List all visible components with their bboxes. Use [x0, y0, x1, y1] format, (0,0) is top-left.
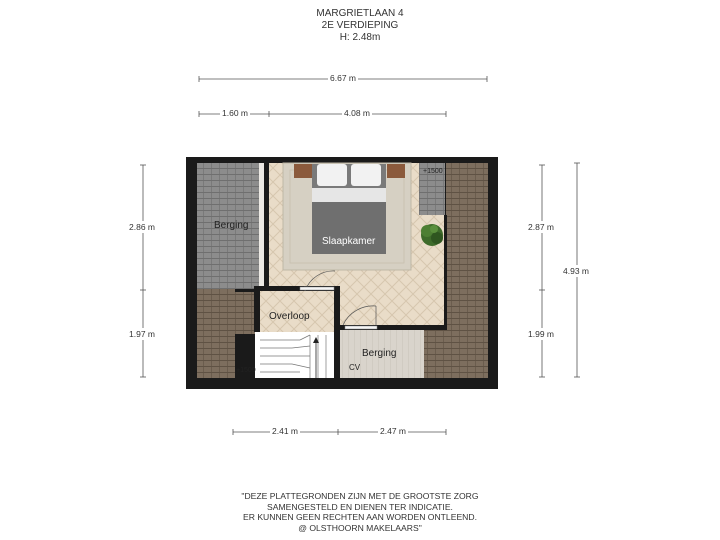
nightstand-right — [387, 164, 405, 178]
left-roof-tiles — [197, 163, 259, 289]
disclaimer-line-3: ER KUNNEN GEEN RECHTEN AAN WORDEN ONTLEE… — [243, 512, 477, 522]
dim-total-width: 6.67 m — [328, 73, 358, 83]
height-mark-top-icon: + — [423, 168, 428, 175]
dim-left-width: 1.60 m — [220, 108, 250, 118]
right-roof-tiles — [446, 163, 488, 378]
dim-lines-left — [140, 164, 146, 378]
nightstand-left — [294, 164, 312, 178]
berging-right-floor — [340, 330, 424, 378]
disclaimer-line-2: SAMENGESTELD EN DIENEN TER INDICATIE. — [267, 501, 453, 512]
left-lower-roof — [197, 289, 235, 378]
dim-bottom-left: 2.41 m — [270, 426, 300, 436]
disclaimer-line-4: @ OLSTHOORN MAKELAARS" — [298, 522, 422, 533]
room-slaapkamer: Slaapkamer — [322, 236, 376, 247]
cv-label: CV — [349, 363, 361, 372]
dim-lines-bottom — [232, 429, 447, 435]
height-mark-bottom-icon: + — [236, 367, 241, 374]
dim-left-upper: 2.86 m — [129, 221, 155, 233]
dim-bottom-right: 2.47 m — [378, 426, 408, 436]
dim-total-height: 4.93 m — [563, 265, 589, 277]
plant-icon — [421, 224, 443, 246]
overloop-floor — [260, 291, 334, 332]
room-overloop: Overloop — [269, 311, 310, 322]
height-mark-bottom: +1500 — [236, 367, 256, 374]
floor-title: 2E VERDIEPING — [321, 20, 399, 31]
ceiling-height: H: 2.48m — [339, 32, 381, 43]
disclaimer-line-1: "DEZE PLATTEGRONDEN ZIJN MET DE GROOTSTE… — [241, 491, 479, 501]
room-berging-left: Berging — [214, 220, 249, 231]
address-title: MARGRIETLAAN 4 — [316, 8, 404, 19]
dim-right-lower: 1.99 m — [528, 328, 554, 340]
room-berging-right: Berging — [362, 348, 397, 359]
stairs — [255, 332, 334, 378]
dim-left-lower: 1.97 m — [129, 328, 155, 340]
stair-arrow-icon — [313, 337, 319, 343]
disclaimer: "DEZE PLATTEGRONDEN ZIJN MET DE GROOTSTE… — [0, 491, 720, 533]
dim-right-width: 4.08 m — [342, 108, 372, 118]
dim-right-upper: 2.87 m — [528, 221, 554, 233]
height-mark-top: +1500 — [423, 168, 443, 175]
right-upper-roof-small — [419, 163, 445, 215]
